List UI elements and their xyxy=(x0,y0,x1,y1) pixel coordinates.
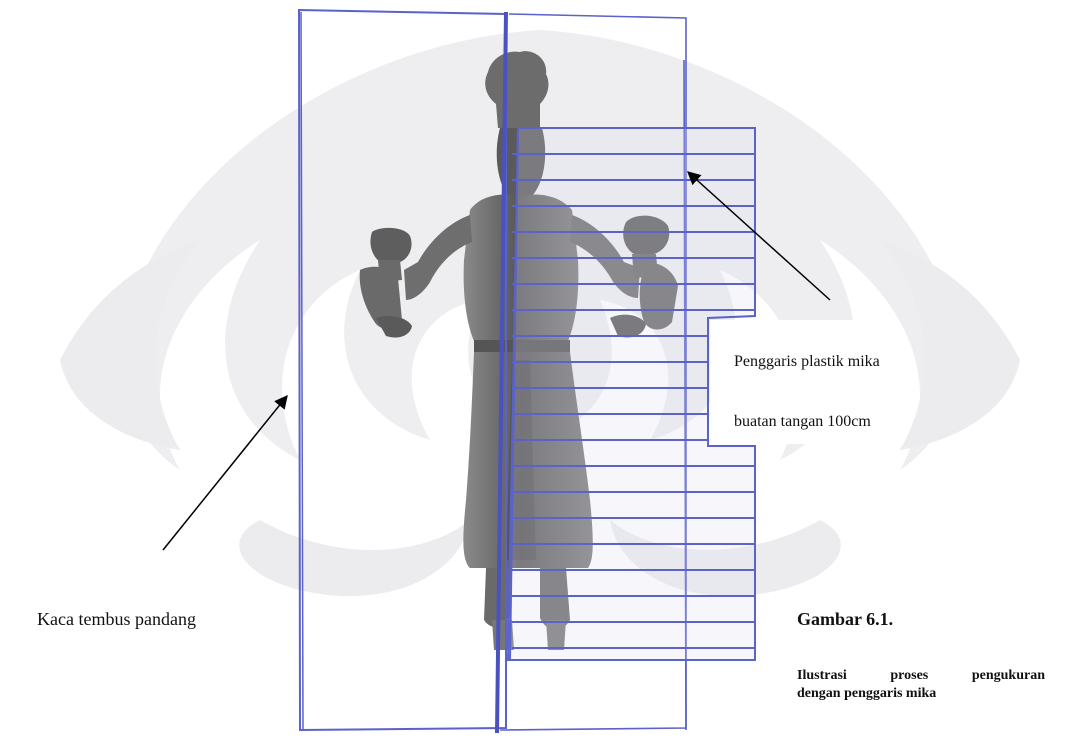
figure-caption-line1: Ilustrasi proses pengukuran xyxy=(797,668,1045,684)
figure-number: Gambar 6.1. xyxy=(797,609,893,630)
glass-label: Kaca tembus pandang xyxy=(37,609,196,630)
figure-caption-line2: dengan penggaris mika xyxy=(797,686,936,702)
ruler-label-line1: Penggaris plastik mika xyxy=(734,353,880,371)
ruler-label-line2: buatan tangan 100cm xyxy=(734,413,871,431)
